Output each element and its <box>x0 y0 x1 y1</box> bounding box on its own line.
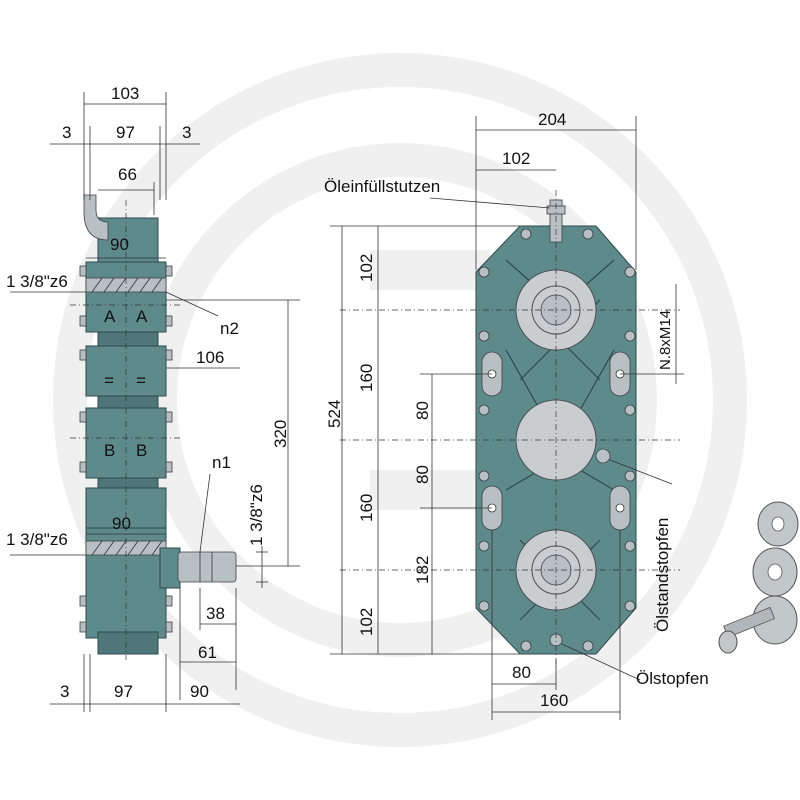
side-housing-bottom <box>97 631 159 655</box>
side-bolts <box>79 265 173 633</box>
dim-97-top: 97 <box>116 123 135 142</box>
dim-38: 38 <box>206 604 225 623</box>
dim-160-bottom: 160 <box>540 691 568 710</box>
watermark-logo <box>53 53 747 747</box>
side-housing-flange-1 <box>97 331 159 347</box>
bolt-head <box>718 630 738 654</box>
dim-80-a: 80 <box>413 401 432 420</box>
dim-80-bottom: 80 <box>512 663 531 682</box>
label-n2: n2 <box>220 319 239 338</box>
label-oil-fill: Öleinfüllstutzen <box>324 177 440 196</box>
dim-320: 320 <box>271 420 290 448</box>
oil-level-plug <box>595 448 611 464</box>
dim-102-top: 102 <box>502 149 530 168</box>
dim-90-mid: 90 <box>112 514 131 533</box>
dim-102-a: 102 <box>357 254 376 282</box>
dim-97-bottom: 97 <box>114 682 133 701</box>
side-housing-flange-2 <box>97 395 159 409</box>
dim-66: 66 <box>118 165 137 184</box>
dim-160-b: 160 <box>357 494 376 522</box>
dim-160-a: 160 <box>357 364 376 392</box>
dim-80-b: 80 <box>413 465 432 484</box>
mark-eq-left: = <box>104 371 114 390</box>
dim-103: 103 <box>111 84 139 103</box>
mark-b-left: B <box>104 441 115 460</box>
side-input-shaft <box>177 551 237 583</box>
mark-eq-right: = <box>136 371 146 390</box>
side-view: A A = = B B 103 3 97 3 66 90 1 3/8"z6 n2… <box>6 84 300 712</box>
front-bolts <box>478 228 636 652</box>
mark-a-right: A <box>136 307 148 326</box>
side-oil-fill-elbow <box>83 194 109 241</box>
dim-3-left: 3 <box>62 123 71 142</box>
dim-3-right: 3 <box>182 123 191 142</box>
front-view: 204 102 Öleinfüllstutzen 524 102 160 160… <box>324 110 709 720</box>
dim-3-bottom: 3 <box>60 682 69 701</box>
label-oil-drain: Ölstopfen <box>636 669 709 688</box>
dim-90-top: 90 <box>110 235 129 254</box>
mark-b-right: B <box>136 441 147 460</box>
spec-side-shaft: 1 3/8"z6 <box>247 484 266 546</box>
washers-and-bolt <box>718 501 799 654</box>
mounting-slots <box>481 351 631 531</box>
dim-n8xm14: N.8xM14 <box>657 310 674 370</box>
label-n1: n1 <box>212 453 231 472</box>
dim-90-bottom: 90 <box>190 682 209 701</box>
dim-61: 61 <box>198 643 217 662</box>
label-oil-level: Ölstandstopfen <box>653 518 672 632</box>
spec-top-shaft: 1 3/8"z6 <box>6 272 68 291</box>
dim-524: 524 <box>325 400 344 428</box>
dim-204: 204 <box>538 110 566 129</box>
spec-bottom-shaft: 1 3/8"z6 <box>6 530 68 549</box>
dim-182: 182 <box>413 556 432 584</box>
dim-106: 106 <box>196 348 224 367</box>
side-shaft-housing <box>159 547 181 589</box>
mark-a-left: A <box>104 307 116 326</box>
dim-102-b: 102 <box>357 608 376 636</box>
side-housing-flange-3 <box>97 477 159 489</box>
